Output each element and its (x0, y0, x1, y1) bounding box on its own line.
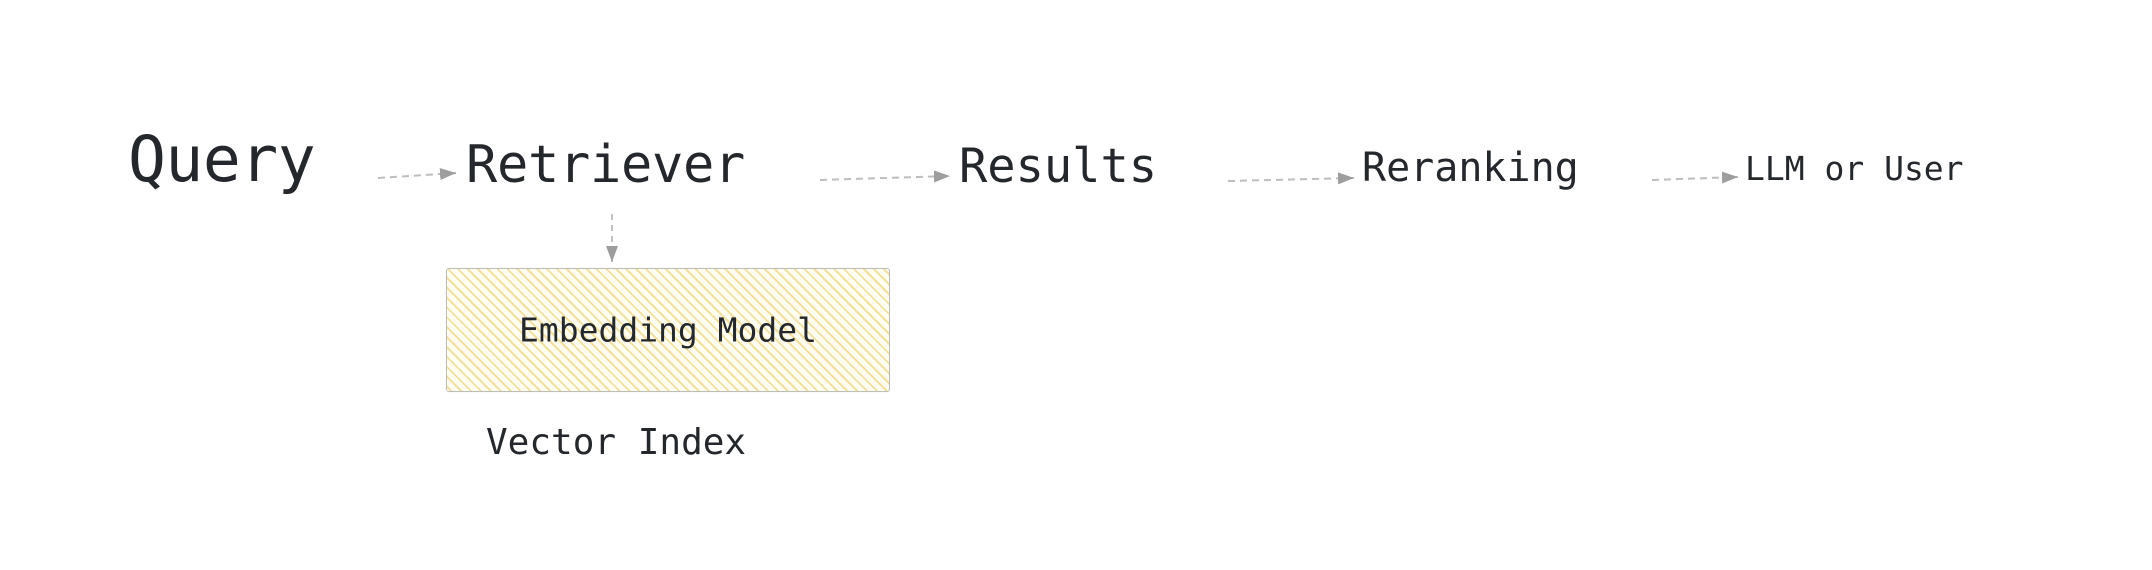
edge-query-to-retriever (377, 168, 457, 181)
pipeline-node-results[interactable]: Results (959, 139, 1158, 194)
embedding-model-box[interactable]: Embedding Model (446, 268, 890, 392)
pipeline-node-retriever[interactable]: Retriever (466, 135, 746, 195)
pipeline-node-llm-or-user[interactable]: LLM or User (1745, 149, 1964, 188)
edge-retriever-to-results (819, 170, 951, 183)
pipeline-node-query[interactable]: Query (128, 123, 316, 196)
edge-results-to-reranking (1227, 172, 1355, 185)
embedding-model-label: Embedding Model (518, 310, 817, 350)
pipeline-node-reranking[interactable]: Reranking (1362, 145, 1579, 191)
vector-index-caption: Vector Index (486, 422, 747, 463)
edge-reranking-to-llm (1651, 171, 1739, 184)
